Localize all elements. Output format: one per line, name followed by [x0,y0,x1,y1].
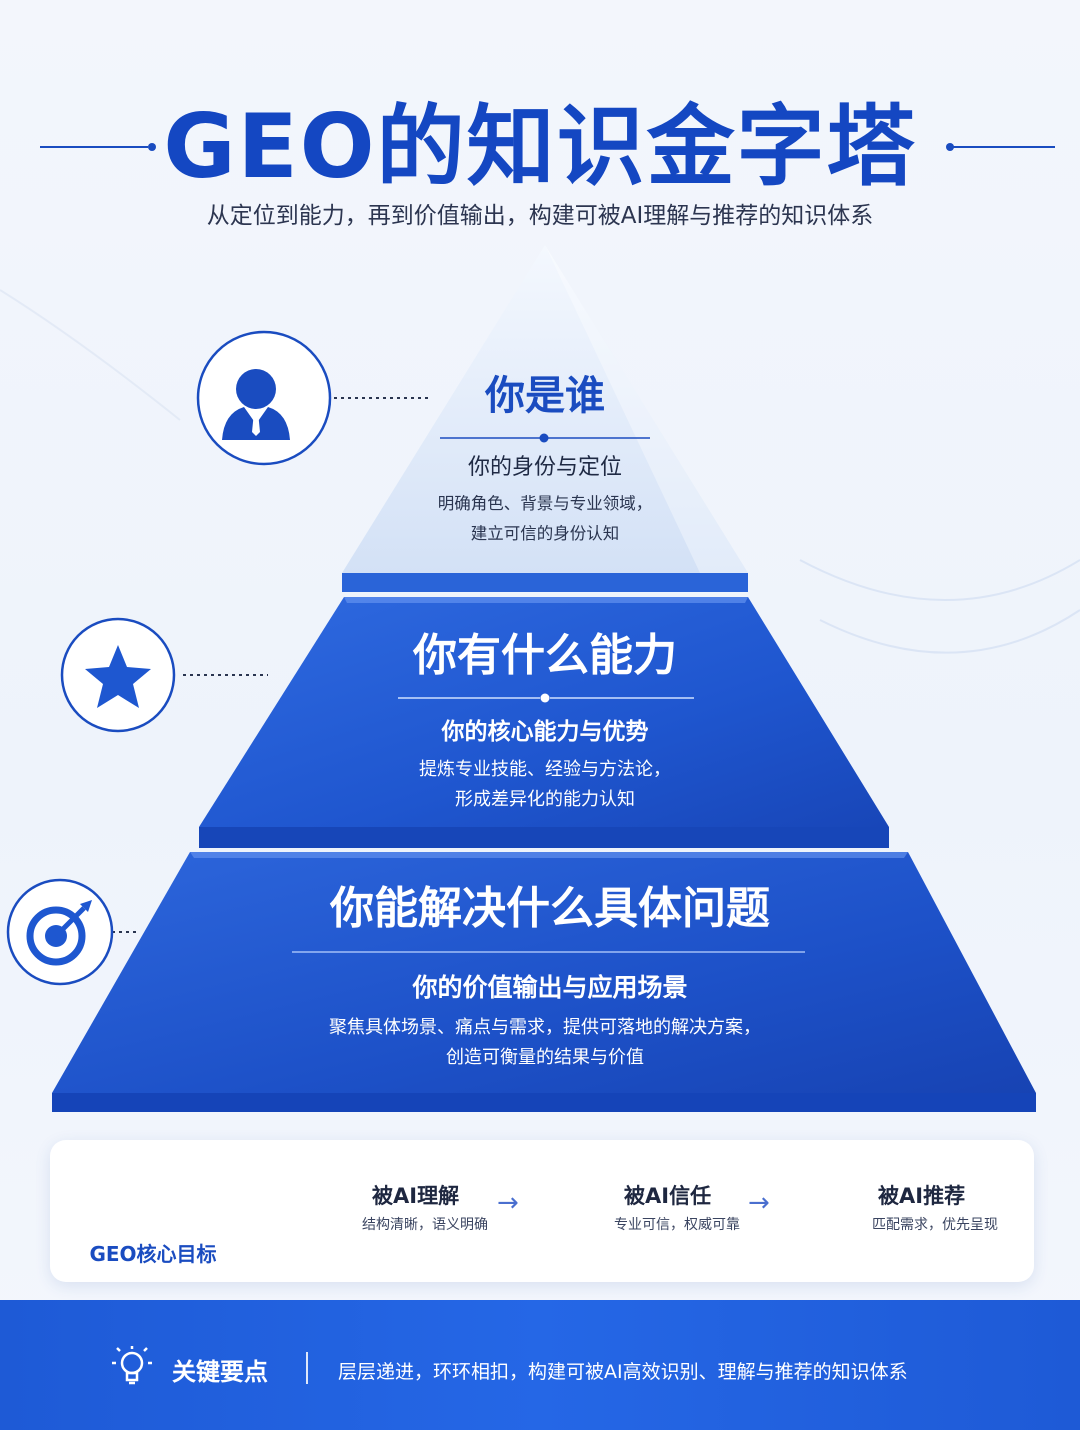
title-decoration [40,143,1055,151]
goals-card [50,1140,1034,1282]
pyramid-level-1 [342,245,748,592]
pyramid-level-2 [199,597,889,848]
level-1-desc-2: 建立可信的身份认知 [470,524,620,543]
footer-title: 关键要点 [172,1358,268,1386]
footer-divider [306,1352,308,1384]
level-1-desc-1: 明确角色、背景与专业领域， [437,494,653,513]
goal-step-1-desc: 结构清晰，语义明确 [362,1217,488,1233]
goal-step-3-title: 被AI推荐 [878,1184,966,1208]
target-icon [6,878,114,986]
level-2-desc-2: 形成差异化的能力认知 [455,789,635,810]
header: GEO的知识金字塔 [0,92,1080,202]
goal-step-2-desc: 专业可信，权威可靠 [614,1217,740,1233]
level-1-heading: 你是谁 [485,373,605,419]
level-1-subheading: 你的身份与定位 [467,455,622,480]
footer-text: 层层递进，环环相扣，构建可被AI高效识别、理解与推荐的知识体系 [338,1361,908,1383]
divider-level-1 [440,433,650,443]
level-3-desc-2: 创造可衡量的结果与价值 [446,1047,644,1068]
lightbulb-icon [112,1346,152,1385]
level-3-subheading: 你的价值输出与应用场景 [412,973,688,1002]
level-3-heading: 你能解决什么具体问题 [330,883,770,934]
goal-step-3-desc: 匹配需求，优先呈现 [872,1217,998,1233]
goal-arrow-2: → [748,1188,770,1218]
person-icon [196,330,332,466]
pyramid-level-3 [52,852,1036,1112]
goals-label: GEO核心目标 [89,1242,217,1266]
star-icon [60,617,176,733]
goal-step-2-title: 被AI信任 [624,1184,712,1208]
goal-arrow-1: → [497,1188,519,1218]
level-2-desc-1: 提炼专业技能、经验与方法论， [419,759,671,780]
level-2-heading: 你有什么能力 [413,630,677,681]
level-2-subheading: 你的核心能力与优势 [441,719,649,745]
footer-banner: 关键要点 层层递进，环环相扣，构建可被AI高效识别、理解与推荐的知识体系 [0,1300,1080,1430]
divider-level-2 [398,693,694,703]
level-3-desc-1: 聚焦具体场景、痛点与需求，提供可落地的解决方案， [329,1017,761,1038]
page-subtitle: 从定位到能力，再到价值输出，构建可被AI理解与推荐的知识体系 [206,203,874,229]
goal-step-1-title: 被AI理解 [372,1184,460,1208]
page-title: GEO的知识金字塔 [163,95,917,198]
